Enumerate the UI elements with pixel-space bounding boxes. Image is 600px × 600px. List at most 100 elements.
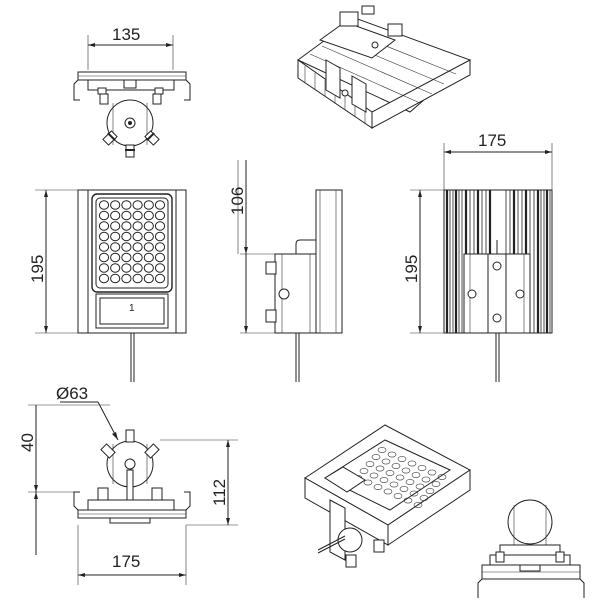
- led-lens-iso: [401, 467, 411, 474]
- led-lens: [98, 200, 110, 210]
- led-lens: [143, 242, 154, 252]
- led-lens: [132, 263, 143, 273]
- led-lens: [143, 210, 154, 221]
- led-lens: [110, 273, 121, 284]
- led-lens-iso: [415, 483, 425, 490]
- led-lens-iso: [365, 461, 375, 467]
- led-lens-iso: [437, 474, 447, 480]
- led-lens: [121, 273, 132, 284]
- led-lens: [154, 231, 166, 242]
- dim-bottom-height: 112: [210, 479, 229, 506]
- led-lens: [110, 210, 121, 221]
- led-lens-iso: [409, 490, 419, 497]
- side-view: 106: [228, 160, 343, 382]
- led-lens: [121, 242, 132, 252]
- iso-view-top: [297, 5, 471, 129]
- led-lens: [143, 231, 154, 242]
- led-lens: [98, 221, 110, 231]
- led-lens: [98, 273, 110, 284]
- dim-rear-height: 195: [402, 255, 421, 283]
- led-lens-iso: [371, 454, 381, 460]
- dim-top-width: 135: [112, 25, 140, 44]
- led-lens-iso: [413, 502, 423, 508]
- led-lens: [110, 263, 121, 273]
- led-lens: [132, 252, 143, 263]
- top-view: 135: [73, 25, 191, 158]
- led-lens: [121, 231, 132, 242]
- panel-number-label: 1: [129, 303, 135, 314]
- led-lens-iso: [359, 468, 369, 474]
- led-lens: [98, 210, 110, 221]
- led-lens: [121, 263, 132, 273]
- led-lens-iso: [407, 460, 417, 467]
- led-lens-iso: [385, 470, 395, 476]
- led-lens: [110, 252, 121, 263]
- led-lens-iso: [421, 476, 431, 483]
- iso-view-bottom: [304, 424, 471, 568]
- led-lens-iso: [395, 474, 405, 481]
- led-lens: [143, 221, 154, 231]
- led-lens: [98, 263, 110, 273]
- led-lens-iso: [381, 458, 391, 465]
- led-lens-iso: [377, 447, 387, 453]
- led-lens-iso: [411, 472, 421, 478]
- led-lens-iso: [403, 497, 413, 504]
- led-lens: [121, 221, 132, 231]
- led-lens: [132, 221, 143, 231]
- led-lens: [98, 231, 110, 242]
- led-lens: [132, 200, 143, 210]
- led-lens: [110, 242, 121, 252]
- led-lens: [132, 210, 143, 221]
- led-lens: [154, 242, 166, 252]
- led-lens-iso: [369, 472, 379, 479]
- led-array-iso: [353, 447, 447, 508]
- led-lens-iso: [389, 481, 399, 488]
- led-lens: [154, 210, 166, 221]
- led-lens-iso: [391, 463, 401, 469]
- led-lens: [154, 200, 166, 210]
- led-lens-iso: [393, 493, 403, 499]
- led-lens-iso: [399, 486, 409, 492]
- front-view: 195 1: [28, 189, 187, 382]
- led-lens-iso: [363, 479, 373, 486]
- led-lens: [154, 221, 166, 231]
- led-lens: [132, 231, 143, 242]
- led-lens-iso: [419, 495, 429, 501]
- led-lens-iso: [387, 451, 397, 458]
- bottom-view: Ø63 40 112 175: [18, 384, 238, 585]
- end-profile-view: [477, 499, 585, 598]
- led-lens: [132, 242, 143, 252]
- dim-bottom-width: 175: [112, 552, 140, 571]
- led-lens: [121, 210, 132, 221]
- led-lens: [143, 273, 154, 284]
- dim-bottom-diameter: Ø63: [56, 384, 88, 403]
- led-lens-iso: [373, 484, 383, 490]
- led-lens: [121, 252, 132, 263]
- led-lens-iso: [431, 481, 441, 487]
- led-lens-iso: [397, 456, 407, 462]
- led-lens: [154, 252, 166, 263]
- led-lens: [98, 242, 110, 252]
- led-lens: [110, 231, 121, 242]
- led-lens-iso: [427, 469, 437, 476]
- dim-side-top: 106: [228, 187, 247, 215]
- led-lens: [143, 200, 154, 210]
- led-lens: [110, 221, 121, 231]
- led-lens: [143, 263, 154, 273]
- dim-bottom-offset: 40: [18, 433, 37, 452]
- led-lens: [143, 252, 154, 263]
- led-lens-iso: [383, 488, 393, 495]
- led-lens-iso: [379, 477, 389, 483]
- led-lens: [132, 273, 143, 284]
- led-lens-iso: [405, 479, 415, 485]
- led-lens-iso: [417, 465, 427, 471]
- led-lens-iso: [425, 488, 435, 494]
- dim-rear-width: 175: [478, 131, 506, 150]
- led-lens: [121, 200, 132, 210]
- rear-view: 175 195: [402, 131, 553, 382]
- led-lens: [154, 273, 166, 284]
- dim-front-height: 195: [28, 255, 47, 283]
- led-lens-iso: [375, 465, 385, 472]
